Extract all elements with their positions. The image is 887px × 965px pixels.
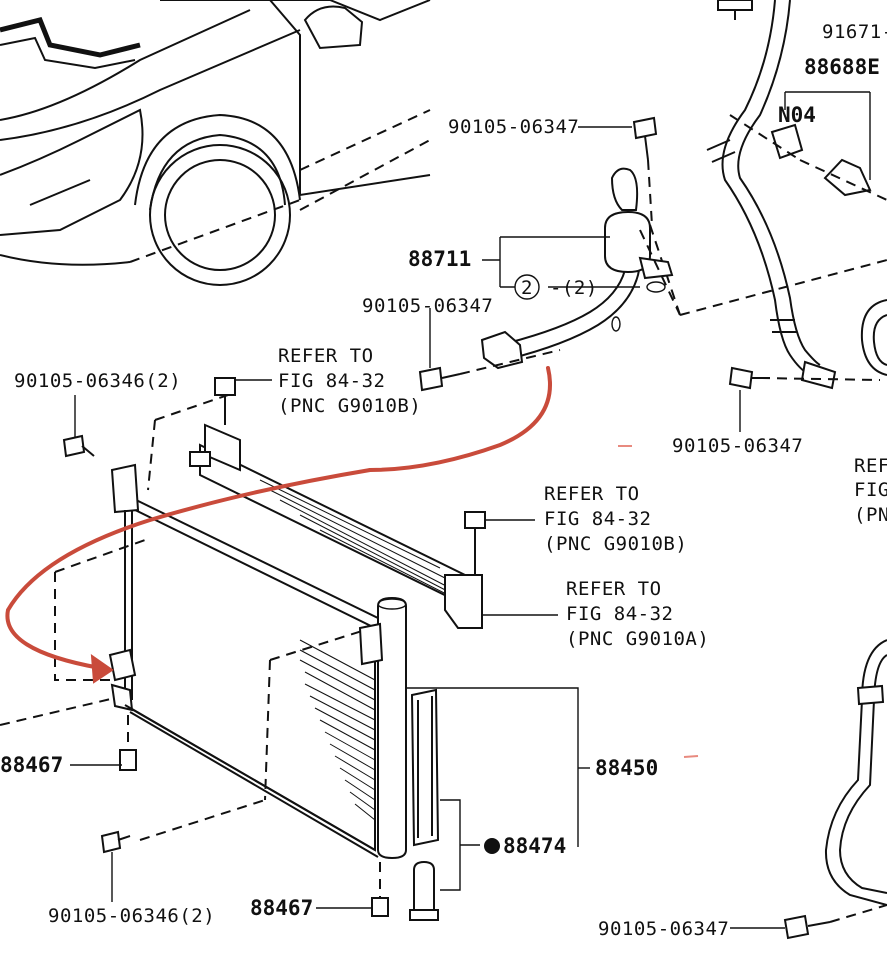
label-refer3-line2: FIG 84-32 bbox=[566, 603, 673, 625]
label-88467-bottom: 88467 bbox=[250, 896, 313, 920]
part-labels: 91671- 88688E N04 90105-06347 88711 2 -(… bbox=[0, 21, 887, 940]
ac-hose-assembly bbox=[649, 0, 887, 390]
label-refer-cut-2: FIG bbox=[854, 479, 887, 501]
label-refer2-line1: REFER TO bbox=[544, 483, 640, 505]
label-88467-left: 88467 bbox=[0, 753, 63, 777]
new-part-bullet bbox=[484, 838, 500, 854]
label-88450: 88450 bbox=[595, 756, 658, 780]
label-refer2-line3: (PNC G9010B) bbox=[544, 533, 687, 555]
label-90105-06346-2-top: 90105-06346(2) bbox=[14, 370, 181, 392]
label-refer-cut-3: (PN bbox=[854, 504, 887, 526]
discharge-hose-88711 bbox=[480, 116, 674, 370]
callout-leaders bbox=[70, 366, 770, 909]
label-refer1-line1: REFER TO bbox=[278, 345, 374, 367]
label-circle-2: 2 bbox=[521, 277, 533, 299]
label-88688e: 88688E bbox=[804, 55, 880, 79]
label-refer2-line2: FIG 84-32 bbox=[544, 508, 651, 530]
label-refer1-line2: FIG 84-32 bbox=[278, 370, 385, 392]
leader-88688e bbox=[784, 91, 871, 180]
condenser-core bbox=[62, 377, 486, 902]
label-refer-cut-1: REF bbox=[854, 455, 887, 477]
label-90105-06347-mid: 90105-06347 bbox=[362, 295, 493, 317]
label-n04: N04 bbox=[778, 103, 816, 127]
bolt-90105-06347-mid bbox=[418, 308, 561, 392]
dashed-frame bbox=[0, 229, 681, 841]
label-90105-06346-2-bottom: 90105-06346(2) bbox=[48, 905, 215, 927]
label-88711: 88711 bbox=[408, 247, 471, 271]
label-90105-06347-right: 90105-06347 bbox=[672, 435, 803, 457]
label-90105-06347-top: 90105-06347 bbox=[448, 116, 579, 138]
red-annotation-arrow bbox=[5, 366, 699, 758]
label-90105-06347-bottom: 90105-06347 bbox=[598, 918, 729, 940]
filter-element bbox=[409, 688, 440, 921]
label-refer1-line3: (PNC G9010B) bbox=[278, 395, 421, 417]
label-refer3-line1: REFER TO bbox=[566, 578, 662, 600]
label-88474: 88474 bbox=[503, 834, 566, 858]
partial-hose-bottom-right bbox=[730, 639, 887, 940]
label-91671: 91671- bbox=[822, 21, 887, 43]
label-refer3-line3: (PNC G9010A) bbox=[566, 628, 709, 650]
label-qty-2: -(2) bbox=[550, 277, 598, 299]
receiver-drier-tank bbox=[358, 596, 407, 917]
car-body-outline bbox=[0, 0, 431, 286]
